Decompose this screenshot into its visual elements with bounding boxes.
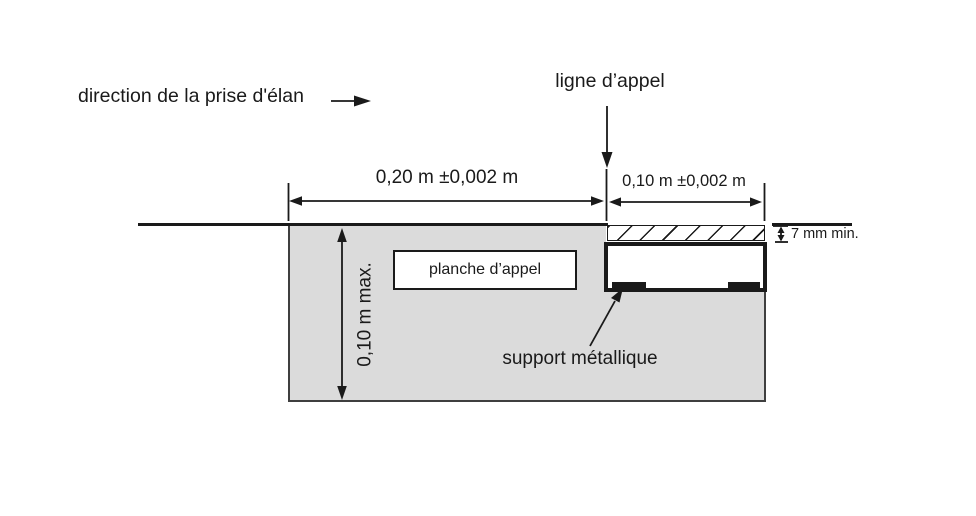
board-width-dimension-arrow (289, 196, 604, 206)
board-label: planche d’appel (428, 261, 542, 278)
landing-side-surface-line (772, 223, 852, 226)
direction-arrow (331, 95, 371, 107)
board-depth-dimension-label: 0,10 m max. (354, 262, 376, 367)
support-flange-left (612, 282, 646, 288)
support-flange-right (728, 282, 760, 288)
board-width-dimension-label: 0,20 m ±0,002 m (375, 167, 519, 188)
thickness-indicator-arrow (773, 225, 788, 243)
takeoff-line-arrow (601, 106, 613, 168)
plasticine-indicator-strip (607, 225, 765, 241)
board-label-box: planche d’appel (393, 250, 577, 290)
plasticine-width-dimension-label: 0,10 m ±0,002 m (622, 172, 746, 190)
plasticine-thickness-label: 7 mm min. (791, 226, 859, 242)
plasticine-width-dimension-arrow (609, 197, 762, 207)
takeoff-line-label: ligne d’appel (555, 70, 665, 92)
runway-surface-line (138, 223, 608, 226)
support-label: support métallique (502, 348, 658, 369)
direction-label: direction de la prise d'élan (78, 85, 304, 107)
